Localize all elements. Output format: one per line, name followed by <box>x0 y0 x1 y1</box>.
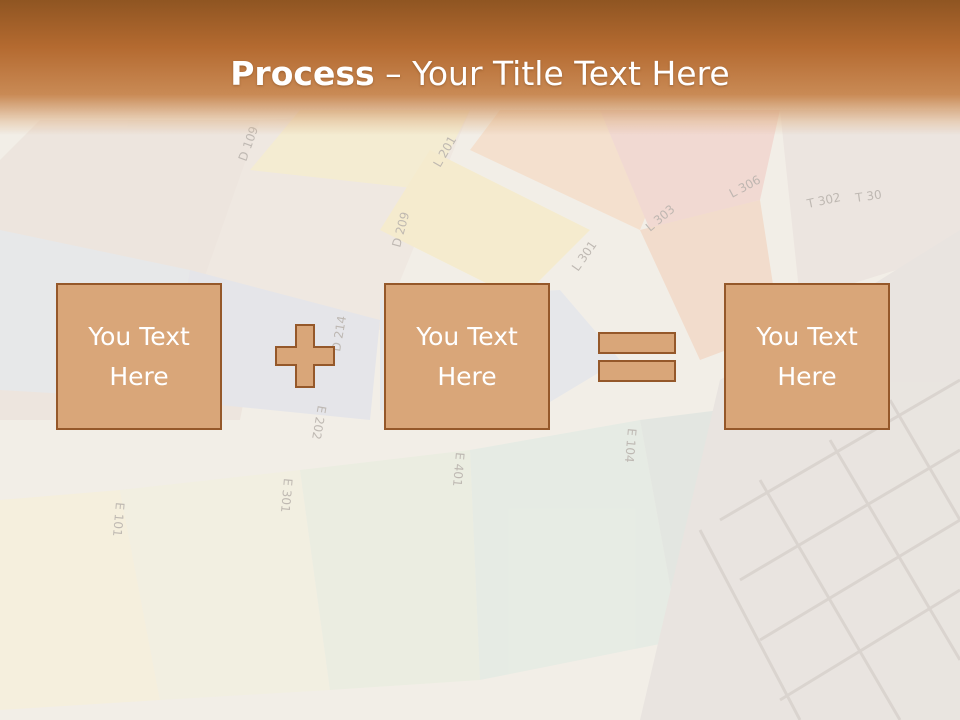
process-box-3[interactable]: You Text Here <box>724 283 890 430</box>
equals-icon <box>598 332 676 382</box>
swatch-label: T 30 <box>853 187 882 205</box>
swatch-label: E 401 <box>450 452 467 487</box>
process-box-text: You Text Here <box>756 321 858 391</box>
process-box-2[interactable]: You Text Here <box>384 283 550 430</box>
swatch-label: E 202 <box>309 404 329 440</box>
process-box-text: You Text Here <box>416 321 518 391</box>
process-box-1[interactable]: You Text Here <box>56 283 222 430</box>
title-rest-part: – Your Title Text Here <box>374 54 730 93</box>
process-box-text: You Text Here <box>88 321 190 391</box>
title-banner <box>0 0 960 135</box>
plus-icon <box>275 324 335 388</box>
swatch-label: E 104 <box>622 428 639 463</box>
title-bold-part: Process <box>230 54 375 93</box>
swatch-label: E 301 <box>278 478 295 513</box>
swatch-label: D 214 <box>329 315 349 353</box>
slide-title: Process – Your Title Text Here <box>0 52 960 96</box>
swatch-label: E 101 <box>110 502 127 537</box>
